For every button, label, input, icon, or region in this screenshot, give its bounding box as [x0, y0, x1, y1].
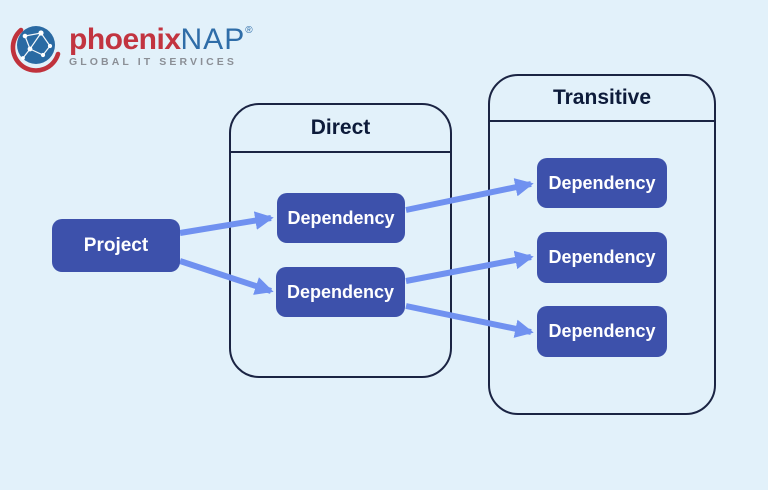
- transitive-group-title: Transitive: [552, 86, 652, 109]
- direct-dependency-node-2: Dependency: [276, 267, 405, 317]
- logo-wordmark: phoenixNAP®: [69, 25, 253, 55]
- direct-dependency-node-2-label: Dependency: [286, 281, 395, 302]
- transitive-group-header: Transitive: [490, 76, 714, 122]
- logo-tagline: GLOBAL IT SERVICES: [69, 56, 238, 68]
- direct-group-container: Direct: [229, 103, 452, 378]
- transitive-dependency-node-3: Dependency: [537, 306, 667, 357]
- transitive-dependency-node-1-label: Dependency: [548, 172, 656, 193]
- transitive-dependency-node-2-label: Dependency: [548, 247, 656, 267]
- project-node-label: Project: [83, 234, 149, 256]
- logo-text: phoenixNAP® GLOBAL IT SERVICES: [69, 21, 253, 69]
- direct-dependency-node-1-label: Dependency: [287, 207, 395, 228]
- logo-brand-phoenix: phoenix: [69, 23, 181, 56]
- transitive-dependency-node-2: Dependency: [537, 232, 667, 283]
- registered-trademark-icon: ®: [245, 25, 253, 36]
- phoenixnap-logo: phoenixNAP® GLOBAL IT SERVICES: [8, 21, 253, 75]
- transitive-dependency-node-3-label: Dependency: [548, 321, 656, 341]
- direct-group-title: Direct: [310, 116, 371, 139]
- transitive-group-container: Transitive: [488, 74, 716, 415]
- direct-group-header: Direct: [231, 105, 450, 153]
- direct-dependency-node-1: Dependency: [277, 193, 405, 243]
- transitive-dependency-node-1: Dependency: [537, 158, 667, 208]
- logo-brand-nap: NAP: [180, 23, 246, 56]
- globe-icon: [10, 26, 61, 73]
- project-node: Project: [52, 219, 180, 272]
